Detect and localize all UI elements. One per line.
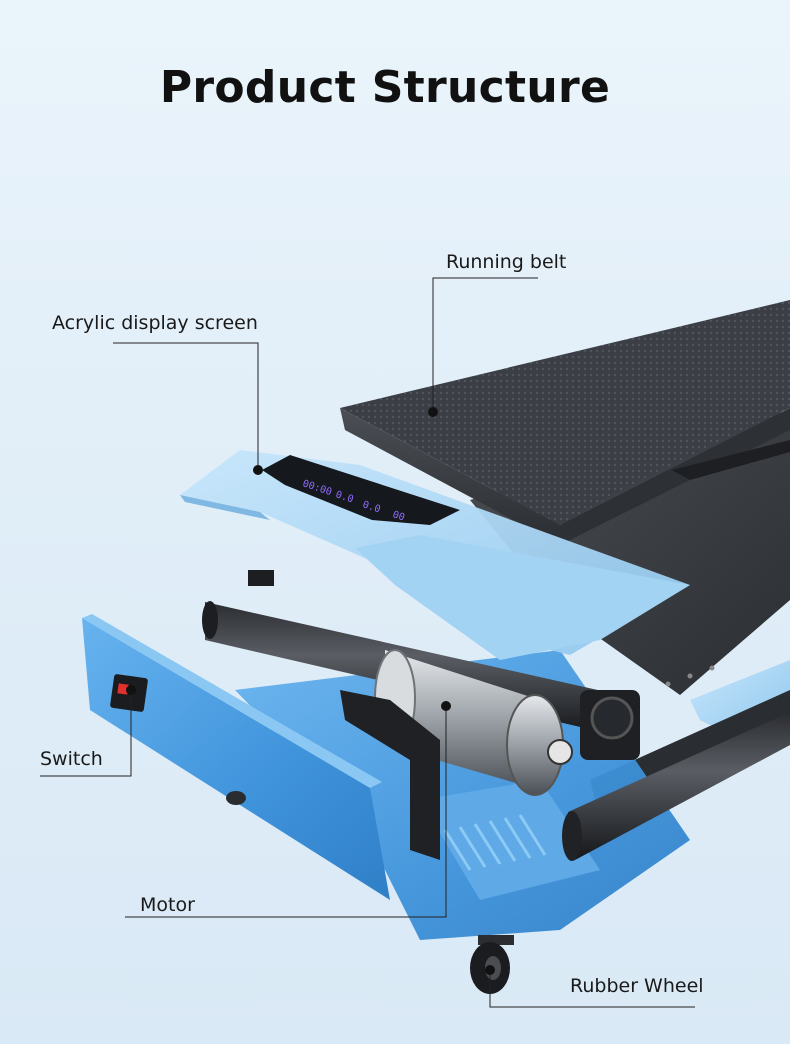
display-digit-2: 0.0	[334, 489, 355, 505]
label-motor: Motor	[140, 894, 195, 916]
motor-bracket	[340, 690, 440, 860]
rubber-wheel	[470, 935, 514, 994]
label-switch: Switch	[40, 748, 103, 770]
label-rubber-wheel: Rubber Wheel	[570, 975, 704, 997]
display-leader	[113, 342, 259, 470]
switch-leader	[40, 690, 132, 777]
rubber-wheel-leader	[489, 970, 695, 1008]
running-belt	[340, 300, 790, 545]
console-cover	[180, 450, 690, 660]
display-digit-3: 0.0	[361, 499, 382, 515]
motor-leader	[125, 706, 447, 918]
page-title: Product Structure	[159, 62, 611, 113]
rear-roller	[562, 712, 790, 861]
label-running-belt: Running belt	[446, 251, 567, 273]
right-side-rail	[690, 660, 790, 740]
foot-pad	[226, 791, 246, 805]
front-cover-panel	[82, 614, 390, 900]
display-digit-4: 00	[391, 509, 406, 523]
label-acrylic-display: Acrylic display screen	[52, 312, 258, 334]
running-belt-leader	[432, 277, 538, 412]
acrylic-display-screen: 00:00 0.0 0.0 00	[262, 455, 460, 525]
